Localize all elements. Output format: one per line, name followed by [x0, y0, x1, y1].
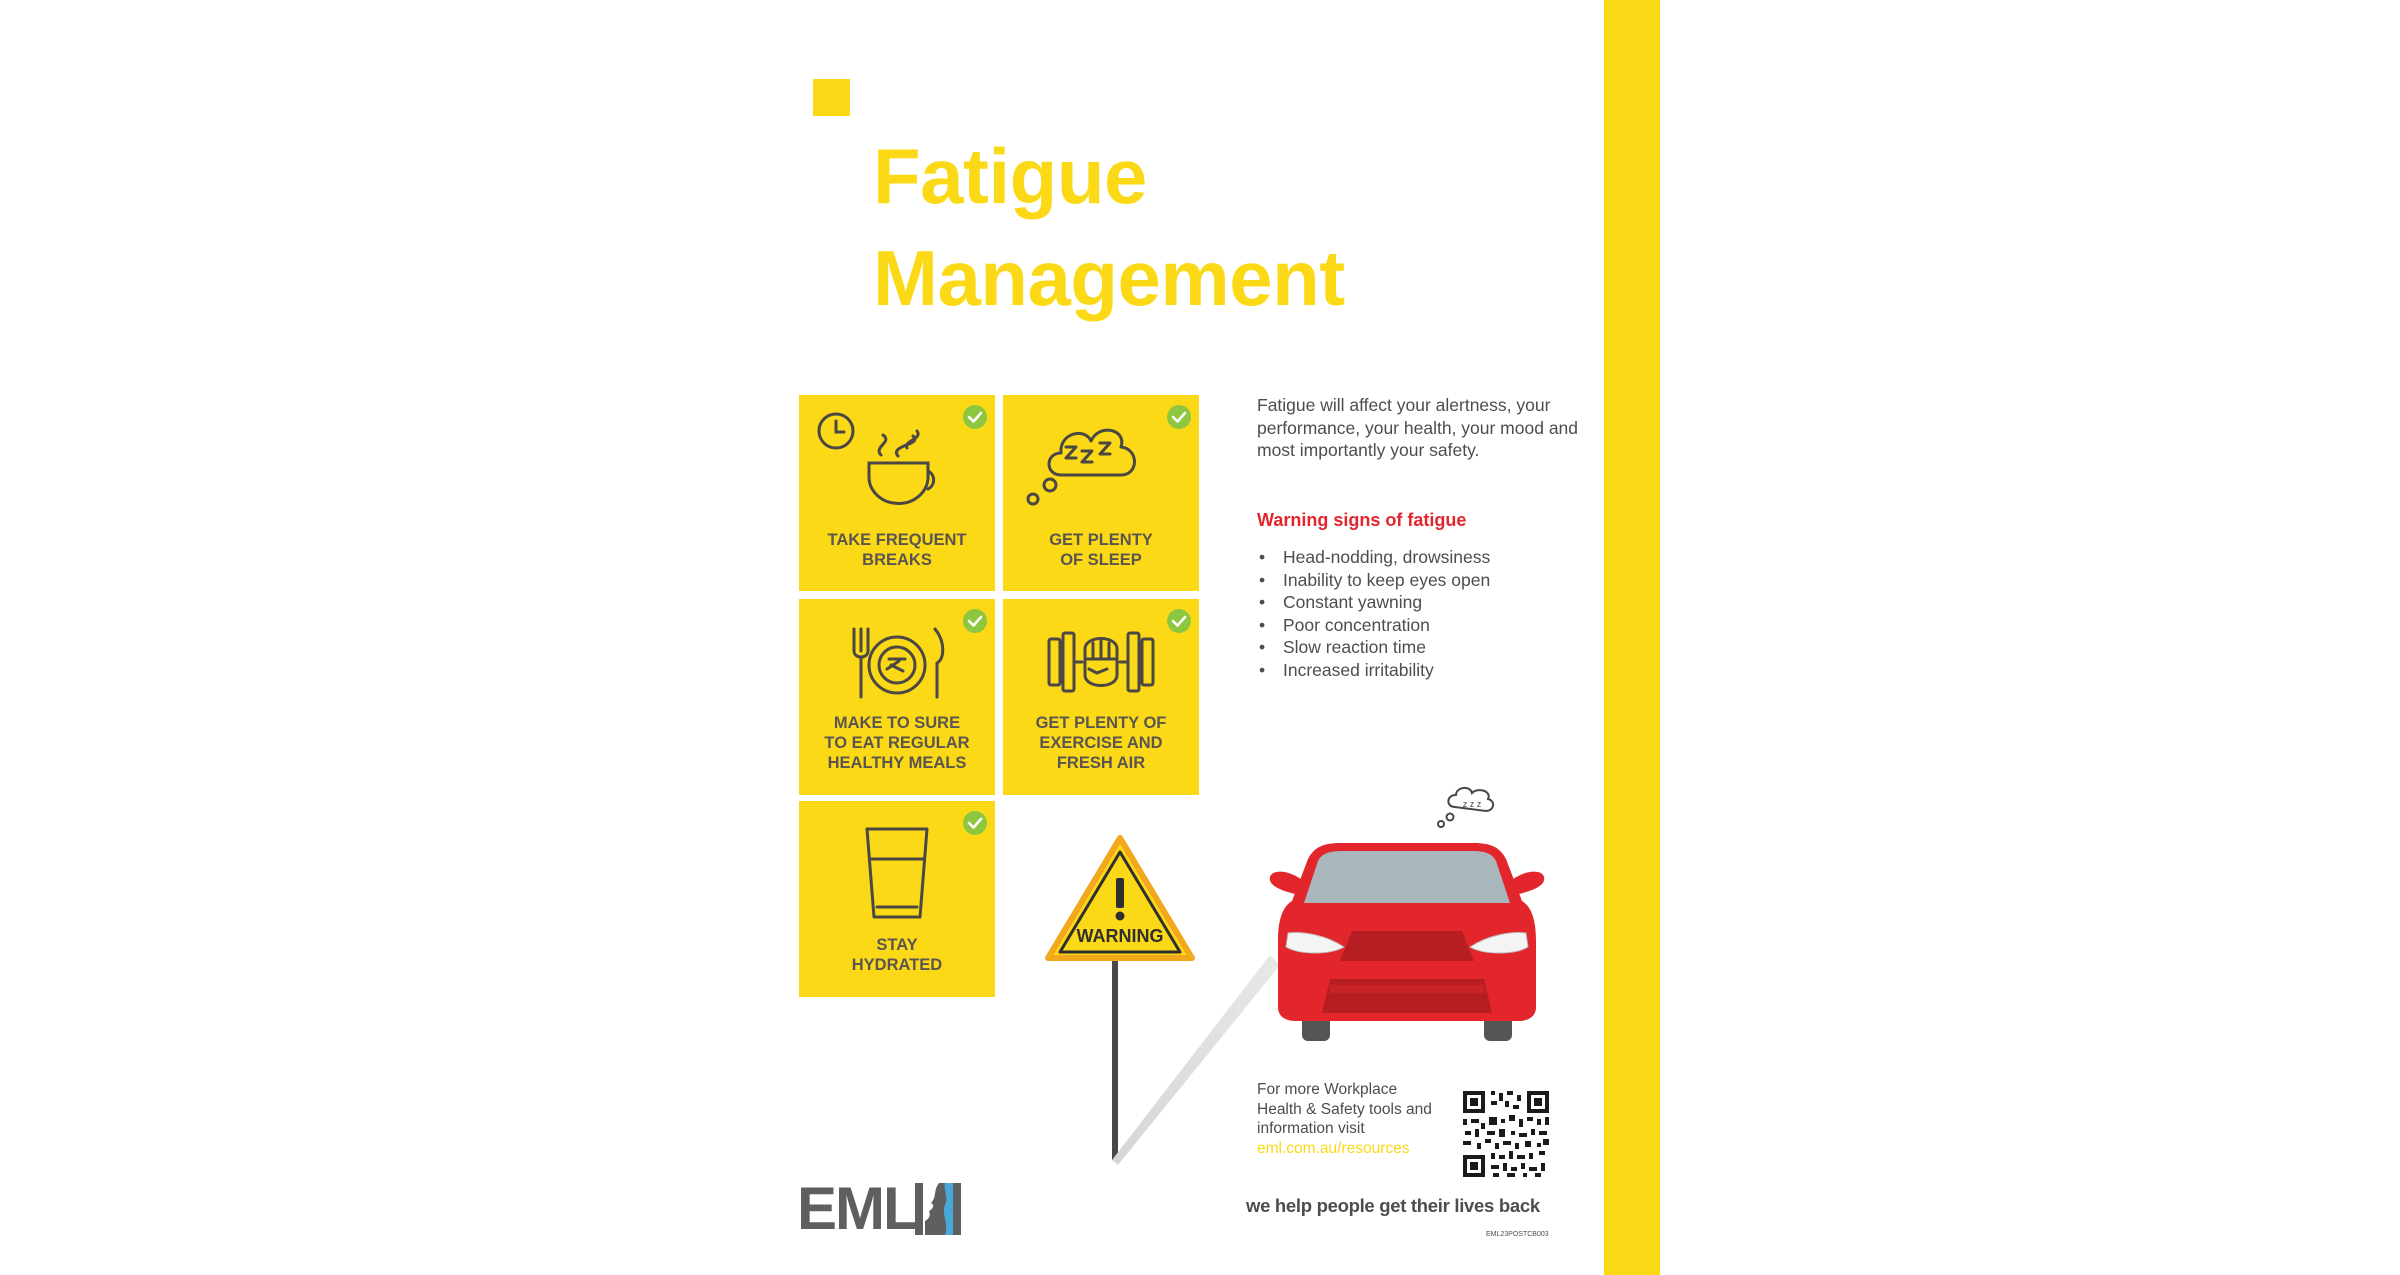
tile-hydrated: STAY HYDRATED [799, 801, 995, 997]
check-icon [1167, 609, 1191, 633]
sleep-text: z z z [1463, 799, 1482, 809]
eml-logo-face-icon [915, 1183, 961, 1235]
sleep-cloud-icon [1026, 428, 1136, 506]
warning-signs-list: •Head-nodding, drowsiness •Inability to … [1257, 546, 1490, 682]
list-item: •Inability to keep eyes open [1259, 569, 1491, 590]
meal-plate-icon [852, 627, 945, 699]
warning-sign-text: WARNING [1077, 926, 1164, 946]
check-icon [963, 811, 987, 835]
water-glass-icon [865, 827, 929, 919]
yellow-accent-square [813, 79, 850, 116]
tagline: we help people get their lives back [1246, 1195, 1540, 1216]
headlight-beam [1112, 955, 1280, 1165]
tile-label: GET PLENTY OF EXERCISE AND FRESH AIR [1035, 714, 1167, 772]
list-item: •Increased irritability [1259, 659, 1434, 680]
tile-breaks: TAKE FREQUENT BREAKS [799, 395, 995, 591]
page-title: Fatigue Management [873, 125, 1573, 329]
title-line-1: Fatigue [873, 132, 1147, 220]
intro-text: Fatigue will affect your alertness, your… [1257, 395, 1579, 460]
tile-label: GET PLENTY OF SLEEP [1049, 531, 1153, 569]
qr-code-icon[interactable] [1461, 1089, 1551, 1179]
title-line-2: Management [873, 234, 1345, 322]
tile-label: MAKE TO SURE TO EAT REGULAR HEALTHY MEAL… [824, 714, 970, 772]
check-icon [963, 609, 987, 633]
coffee-cup-clock-icon [817, 412, 936, 505]
check-icon [963, 405, 987, 429]
warning-sign-icon: WARNING [1045, 835, 1195, 1160]
yellow-side-bar [1604, 0, 1660, 1275]
tile-label: TAKE FREQUENT BREAKS [827, 531, 967, 569]
tile-label: STAY HYDRATED [851, 936, 943, 974]
more-info-text: For more Workplace Health & Safety tools… [1257, 1081, 1432, 1157]
resources-link[interactable]: eml.com.au/resources [1257, 1139, 1410, 1157]
list-item: •Head-nodding, drowsiness [1259, 547, 1491, 567]
check-icon [1167, 405, 1191, 429]
drowsy-car-icon: z z z [1269, 787, 1545, 1041]
dumbbell-fist-icon [1047, 631, 1155, 693]
poster-code: EML23POSTCB003 [1486, 1231, 1549, 1238]
warning-signs-heading: Warning signs of fatigue [1257, 510, 1467, 530]
list-item: •Constant yawning [1259, 592, 1423, 613]
list-item: •Poor concentration [1259, 614, 1430, 635]
eml-logo: EML [797, 1175, 920, 1242]
tile-sleep: GET PLENTY OF SLEEP [1003, 395, 1199, 591]
tile-exercise: GET PLENTY OF EXERCISE AND FRESH AIR [1003, 599, 1199, 795]
list-item: •Slow reaction time [1259, 637, 1426, 658]
tile-meals: MAKE TO SURE TO EAT REGULAR HEALTHY MEAL… [799, 599, 995, 795]
